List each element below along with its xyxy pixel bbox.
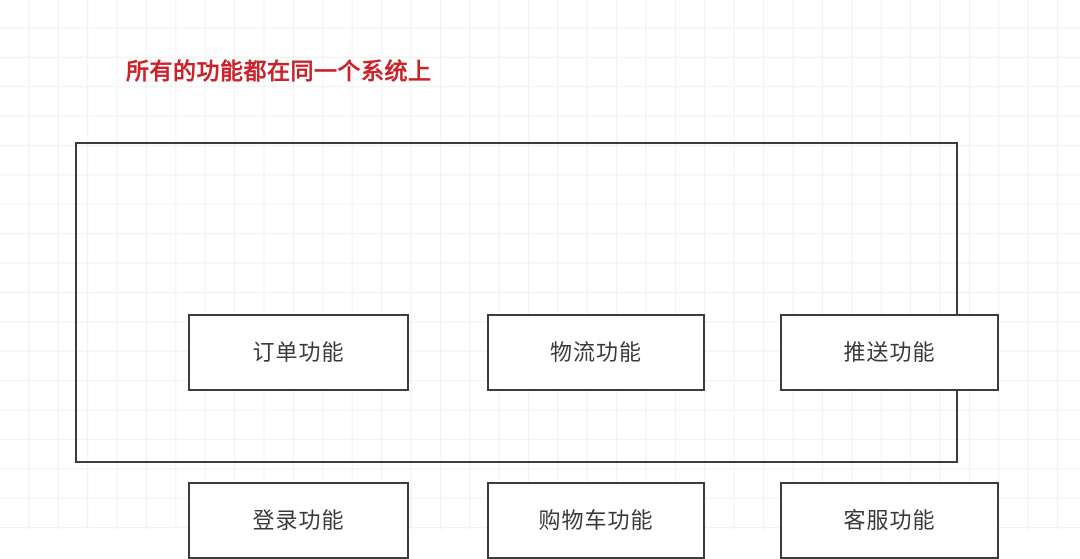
module-label-order: 订单功能 — [252, 339, 345, 365]
module-label-logistics: 物流功能 — [549, 339, 642, 365]
module-box-login[interactable]: 登录功能 — [188, 482, 409, 559]
system-boundary-box: 订单功能 物流功能 推送功能 登录功能 购物车功能 客服功能 — [75, 142, 999, 559]
module-box-logistics[interactable]: 物流功能 — [487, 314, 705, 391]
module-label-push: 推送功能 — [843, 339, 936, 365]
module-label-customer-service: 客服功能 — [843, 507, 936, 533]
module-box-customer-service[interactable]: 客服功能 — [780, 482, 999, 559]
module-box-order[interactable]: 订单功能 — [188, 314, 409, 391]
module-label-cart: 购物车功能 — [538, 507, 654, 533]
module-label-login: 登录功能 — [252, 507, 345, 533]
module-box-cart[interactable]: 购物车功能 — [487, 482, 705, 559]
diagram-title: 所有的功能都在同一个系统上 — [126, 58, 432, 84]
module-box-push[interactable]: 推送功能 — [780, 314, 999, 391]
